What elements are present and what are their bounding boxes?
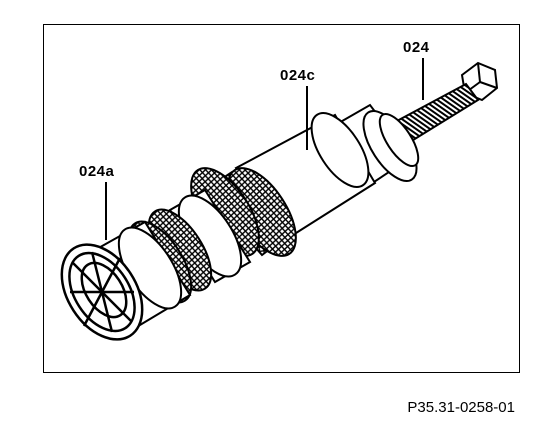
open-end-cage (60, 243, 144, 341)
knurled-ring-large (190, 167, 297, 257)
callout-024: 024 (403, 39, 430, 56)
figure-reference: P35.31-0258-01 (407, 399, 515, 416)
callout-024c: 024c (280, 67, 316, 84)
callout-024a: 024a (79, 163, 115, 180)
leader-lines (105, 58, 424, 240)
